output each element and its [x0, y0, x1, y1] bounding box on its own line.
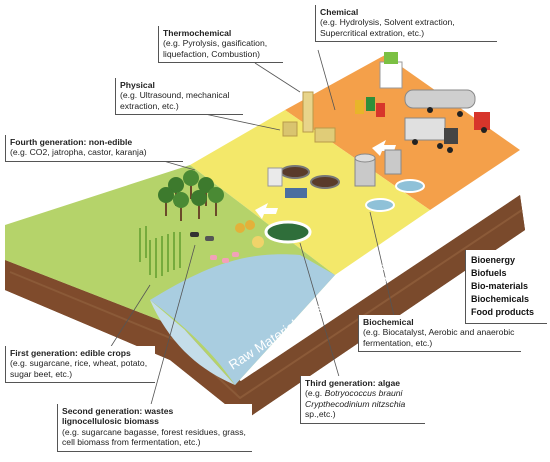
callout-connectors: [109, 49, 396, 409]
product-item: Food products: [471, 307, 534, 317]
thermochemical-title: Thermochemical: [163, 28, 232, 38]
product-facilities: [355, 52, 490, 153]
product-item: Bio-materials: [471, 281, 529, 291]
products-list: Bioenergy Biofuels Bio-materials Biochem…: [465, 250, 547, 324]
third-generation-description: (e.g. Botryococcus brauni: [305, 388, 421, 398]
thermochemical-callout: Thermochemical (e.g. Pyrolysis, gasifica…: [158, 26, 283, 64]
biochemical-title: Biochemical: [363, 317, 414, 327]
chemical-callout: Chemical (e.g. Hydrolysis, Solvent extra…: [315, 5, 497, 43]
technology-zone: [190, 110, 430, 275]
product-item: Biofuels: [471, 268, 507, 278]
water-cross-section: [150, 300, 235, 385]
products-zone: [285, 55, 520, 210]
third-generation-callout: Third generation: algae (e.g. Botryococc…: [300, 376, 425, 424]
water-lake: [150, 254, 335, 385]
processing-plant: [267, 91, 425, 212]
second-generation-callout: Second generation: wastes lignocellulosi…: [57, 404, 252, 452]
algae-pond: [264, 220, 312, 244]
soil-side-face: [5, 260, 245, 420]
third-generation-species-1: Botryococcus brauni: [324, 388, 403, 399]
flow-arrow-icon: [372, 140, 396, 156]
livestock: [190, 232, 239, 263]
chemical-description: (e.g. Hydrolysis, Solvent extraction, Su…: [320, 17, 455, 38]
third-generation-desc-suffix: sp.,etc.): [305, 409, 336, 420]
fourth-generation-callout: Fourth generation: non-edible (e.g. CO2,…: [5, 135, 183, 162]
third-generation-title: Third generation: algae: [305, 378, 401, 388]
product-item: Bioenergy: [471, 255, 516, 265]
thermochemical-description: (e.g. Pyrolysis, gasification, liquefact…: [163, 38, 268, 59]
third-generation-desc-prefix: (e.g.: [305, 388, 325, 399]
second-generation-description: (e.g. sugarcane bagasse, forest residues…: [62, 426, 246, 448]
first-generation-title: First generation: edible crops: [10, 348, 131, 358]
soil-right-face: [235, 195, 525, 420]
third-generation-species-2: Crypthecodinium nitzschia: [305, 398, 406, 409]
physical-callout: Physical (e.g. Ultrasound, mechanical ex…: [115, 78, 243, 116]
product-item: Biochemicals: [471, 294, 530, 304]
chemical-title: Chemical: [320, 7, 359, 17]
physical-description: (e.g. Ultrasound, mechanical extraction,…: [120, 90, 230, 111]
hay-bales: [235, 220, 264, 248]
second-generation-title-line2: lignocellulosic biomass: [62, 416, 159, 427]
first-generation-callout: First generation: edible crops (e.g. sug…: [5, 346, 155, 384]
first-generation-description: (e.g. sugarcane, rice, wheat, potato, su…: [10, 358, 148, 379]
biochemical-description: (e.g. Biocatalyst, Aerobic and anaerobic…: [363, 327, 515, 348]
crop-field: [139, 226, 181, 278]
tree-grove: [158, 170, 224, 221]
flow-arrow-icon: [255, 203, 278, 219]
fourth-generation-title: Fourth generation: non-edible: [10, 137, 133, 147]
fourth-generation-description: (e.g. CO2, jatropha, castor, karanja): [10, 147, 147, 158]
physical-title: Physical: [120, 80, 155, 90]
second-generation-title-line1: Second generation: wastes: [62, 406, 174, 416]
